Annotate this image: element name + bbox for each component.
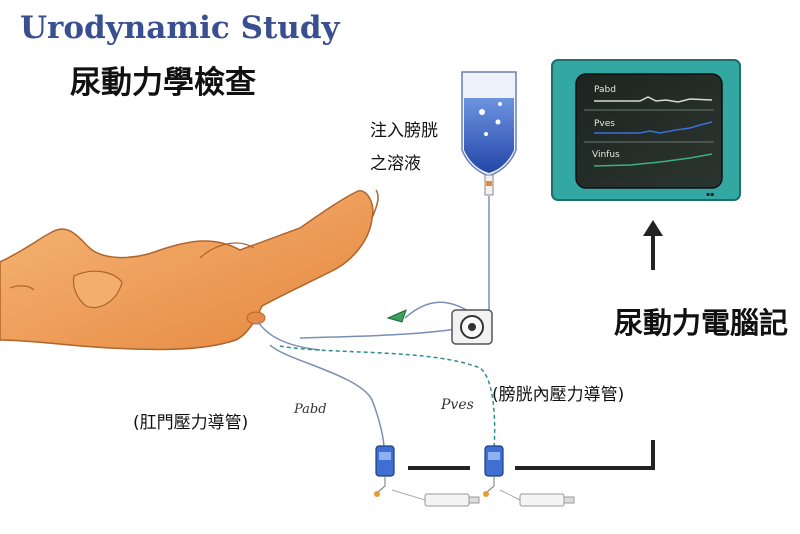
trace-label-pves: Pves — [594, 119, 615, 129]
computer-label: 尿動力電腦記 — [614, 306, 789, 340]
flow-valve — [386, 309, 407, 323]
title-english: Urodynamic Study — [20, 10, 340, 46]
vesical-catheter-label: (膀胱內壓力導管) — [492, 385, 625, 405]
vesical-transducer — [483, 445, 504, 497]
trace-label-vinfus: Vinfus — [592, 150, 620, 160]
trace-label-pabd: Pabd — [594, 85, 616, 95]
rectal-transducer — [374, 445, 395, 497]
svg-text:▪▪: ▪▪ — [706, 191, 714, 198]
up-arrow-icon — [643, 220, 663, 270]
monitor: Pabd Pves Vinfus ▪▪ — [551, 59, 741, 201]
pabd-tag: Pabd — [294, 402, 327, 417]
syringe-vesical — [499, 489, 575, 507]
infusion-pump — [451, 309, 493, 345]
trace-vinfus — [593, 153, 713, 167]
syringe-rectal — [391, 489, 480, 507]
trace-pves — [594, 121, 713, 134]
rectal-catheter-label: (肛門壓力導管) — [133, 413, 249, 433]
pves-tag: Pves — [441, 397, 474, 413]
title-chinese: 尿動力學檢查 — [70, 65, 256, 101]
trace-pabd — [594, 96, 713, 103]
signal-cable — [408, 440, 655, 470]
infusion-bag — [461, 71, 517, 196]
patient-figure — [0, 189, 379, 351]
infusion-label-line1: 注入膀胱 — [370, 121, 438, 141]
infusion-label-line2: 之溶液 — [370, 154, 421, 174]
